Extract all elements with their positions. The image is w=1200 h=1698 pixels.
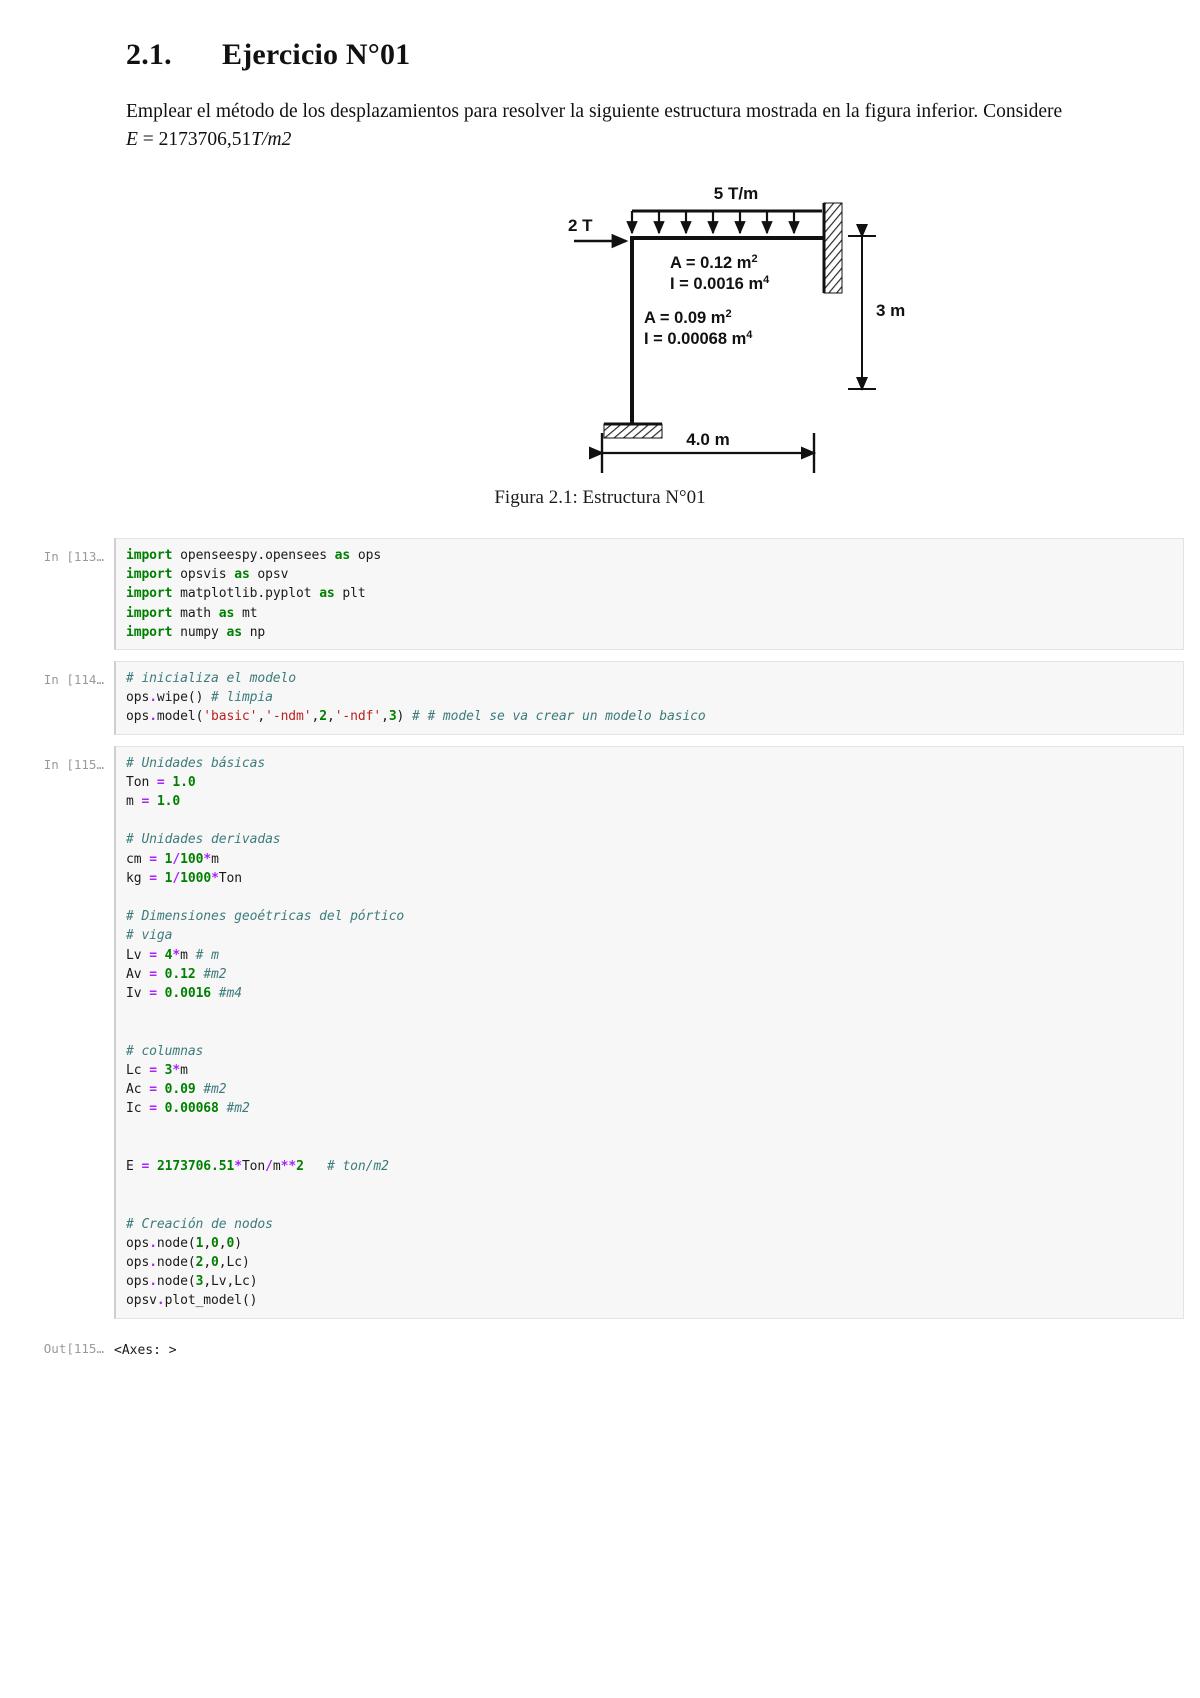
- code-editor-area[interactable]: import openseespy.opensees as ops import…: [114, 538, 1184, 651]
- cell-body[interactable]: # Unidades básicas Ton = 1.0 m = 1.0 # U…: [114, 745, 1184, 1319]
- span-dimension-label: 4.0 m: [686, 430, 729, 449]
- code-content-cell-1[interactable]: import openseespy.opensees as ops import…: [126, 548, 382, 640]
- page-title: 2.1. Ejercicio N°01: [126, 38, 1080, 72]
- cell-prompt-in-115: In [115…: [43, 756, 104, 772]
- math-equals-value: = 2173706,51: [137, 129, 252, 151]
- exercise-statement: Emplear el método de los desplazamientos…: [126, 98, 1066, 155]
- notebook-output-cell: Out[115… <Axes: >: [0, 1330, 1200, 1360]
- cell-prompt-in-114: In [114…: [43, 672, 104, 688]
- math-units: T/m2: [251, 129, 292, 151]
- output-text: <Axes: >: [114, 1342, 177, 1358]
- figure-caption: Figura 2.1: Estructura N°01: [494, 487, 706, 508]
- statement-text: Emplear el método de los desplazamientos…: [126, 101, 1063, 122]
- column-area-label: A = 0.09 m2: [644, 308, 732, 327]
- cell-body[interactable]: # inicializa el modelo ops.wipe() # limp…: [114, 661, 1184, 735]
- distributed-load-label: 5 T/m: [714, 184, 758, 203]
- document-region: 2.1. Ejercicio N°01 Emplear el método de…: [0, 0, 1200, 511]
- code-editor-area[interactable]: # Unidades básicas Ton = 1.0 m = 1.0 # U…: [114, 745, 1184, 1319]
- section-number: 2.1.: [126, 38, 172, 71]
- code-content-cell-2[interactable]: # inicializa el modelo ops.wipe() # limp…: [126, 671, 706, 725]
- point-load-label: 2 T: [568, 216, 593, 235]
- height-dimension-label: 3 m: [876, 301, 905, 320]
- beam-inertia-label: I = 0.0016 m4: [670, 274, 770, 293]
- output-body: <Axes: >: [114, 1330, 1184, 1360]
- figure-structure: 5 T/m: [126, 181, 1200, 511]
- figure-canvas: 5 T/m: [546, 181, 926, 481]
- notebook-cell[interactable]: In [113… import openseespy.opensees as o…: [0, 538, 1200, 651]
- cell-body[interactable]: import openseespy.opensees as ops import…: [114, 538, 1184, 651]
- section-title-text: Ejercicio N°01: [222, 38, 411, 71]
- notebook-region: In [113… import openseespy.opensees as o…: [0, 538, 1200, 1371]
- code-editor-area[interactable]: # inicializa el modelo ops.wipe() # limp…: [114, 661, 1184, 735]
- cell-prompt-out-115: Out[115…: [43, 1340, 104, 1356]
- cell-prompt-in-113: In [113…: [43, 549, 104, 564]
- notebook-cell[interactable]: In [114… # inicializa el modelo ops.wipe…: [0, 661, 1200, 735]
- notebook-cell[interactable]: In [115… # Unidades básicas Ton = 1.0 m …: [0, 745, 1200, 1319]
- code-content-cell-3[interactable]: # Unidades básicas Ton = 1.0 m = 1.0 # U…: [126, 755, 405, 1309]
- structure-diagram-svg: 5 T/m: [568, 184, 905, 473]
- column-inertia-label: I = 0.00068 m4: [644, 329, 753, 348]
- beam-area-label: A = 0.12 m2: [670, 253, 758, 272]
- math-symbol-E: E: [126, 129, 138, 151]
